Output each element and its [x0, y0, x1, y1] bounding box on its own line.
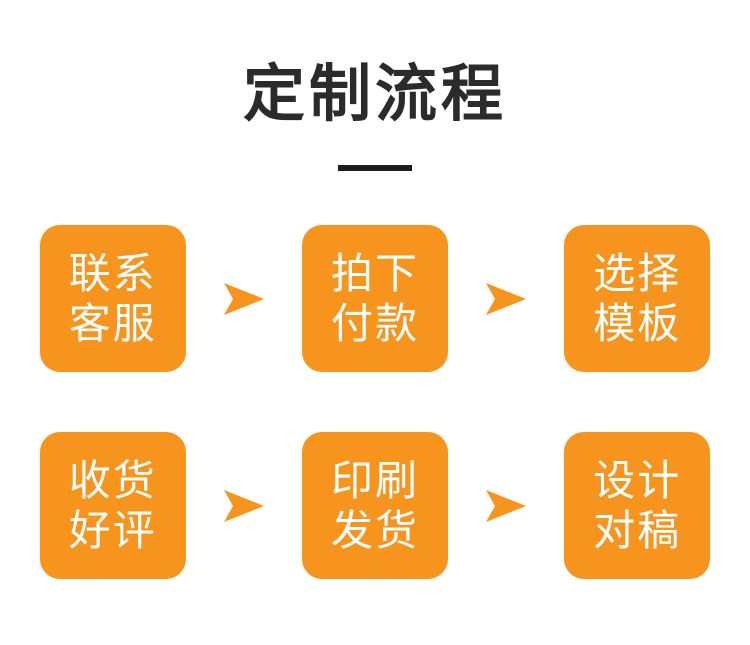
- title-underline: [338, 165, 412, 171]
- process-row-2: 收货 好评 印刷 发货 设计 对稿: [40, 432, 710, 579]
- step-box-contact-service[interactable]: 联系 客服: [40, 225, 186, 372]
- step-label-line-2: 发货: [330, 506, 419, 554]
- arrow-cell-1-1: [186, 282, 303, 315]
- page-title: 定制流程: [242, 60, 507, 129]
- step-label-line-2: 付款: [330, 299, 419, 347]
- step-label-line-2: 客服: [68, 299, 157, 347]
- step-label-line-1: 设计: [593, 456, 682, 504]
- step-label-line-2: 模板: [593, 299, 682, 347]
- process-flow: 联系 客服 拍下 付款 选择 模板: [40, 225, 710, 579]
- step-box-receive-review[interactable]: 收货 好评: [40, 432, 186, 579]
- step-label-line-2: 对稿: [593, 506, 682, 554]
- arrow-cell-1-2: [448, 282, 565, 315]
- arrow-right-icon: [223, 282, 264, 315]
- process-row-1: 联系 客服 拍下 付款 选择 模板: [40, 225, 710, 372]
- step-box-choose-template[interactable]: 选择 模板: [564, 225, 710, 372]
- arrow-cell-2-1: [186, 489, 303, 522]
- step-label-line-1: 选择: [593, 249, 682, 297]
- step-label-line-1: 收货: [68, 456, 157, 504]
- arrow-cell-2-2: [448, 489, 565, 522]
- step-label-line-1: 联系: [68, 249, 157, 297]
- step-box-design-proof[interactable]: 设计 对稿: [564, 432, 710, 579]
- step-label-line-1: 印刷: [330, 456, 419, 504]
- step-box-print-ship[interactable]: 印刷 发货: [302, 432, 448, 579]
- arrow-right-icon: [486, 489, 527, 522]
- arrow-right-icon: [486, 282, 527, 315]
- step-label-line-1: 拍下: [330, 249, 419, 297]
- page-header: 定制流程: [0, 58, 750, 171]
- step-label-line-2: 好评: [68, 506, 157, 554]
- step-box-place-order-pay[interactable]: 拍下 付款: [302, 225, 448, 372]
- arrow-right-icon: [223, 489, 264, 522]
